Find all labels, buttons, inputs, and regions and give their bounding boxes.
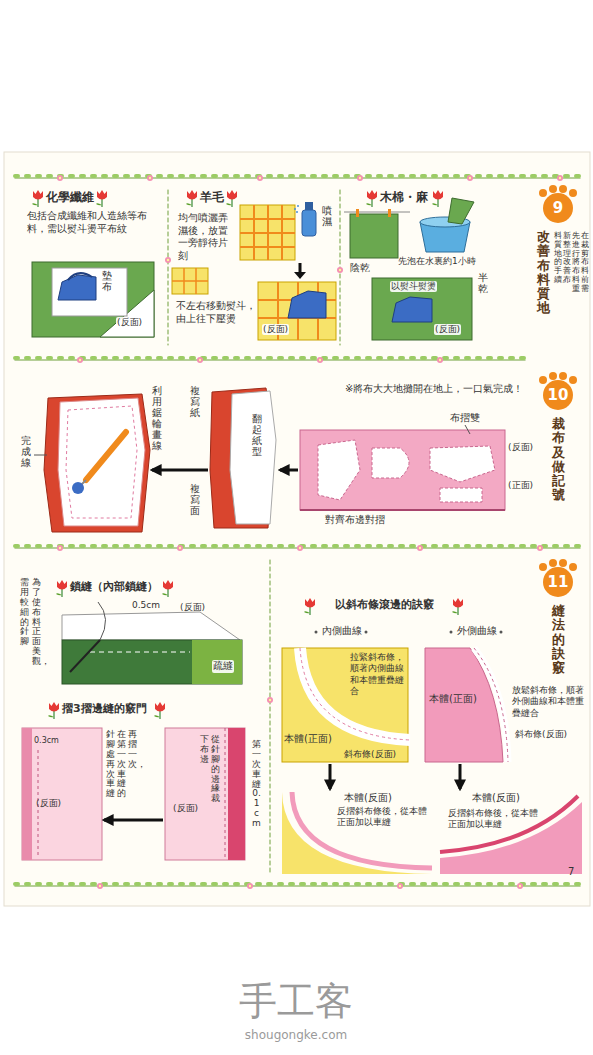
section-description: 在裁剪布料前需 xyxy=(581,232,589,294)
section-description: 新整理、改善布 xyxy=(563,232,571,285)
step-arrow xyxy=(459,764,462,789)
section-badge: 10 裁布及做記號 xyxy=(533,375,589,505)
node-text: 疏縫 xyxy=(212,660,234,673)
folded-fabric: 布摺雙(反面)(正面)對齊布邊對摺 xyxy=(300,430,505,510)
dimension-label: 第一次車縫0.1cm xyxy=(252,740,261,829)
node-text: 反摺斜布條後，從本體正面加以車縫 xyxy=(337,806,427,829)
node-text: 11 xyxy=(543,572,573,592)
node-text: 對齊布邊對摺 xyxy=(325,514,385,527)
hem-step: 0.3cm (反面) xyxy=(22,728,102,860)
node-text: (反面) xyxy=(434,324,461,335)
instruction-note: 拉緊斜布條，順著內側曲線和本體重疊縫合 xyxy=(350,652,408,697)
step-label: 噴濕 xyxy=(322,205,332,227)
finished-piece: 完成線 xyxy=(45,395,150,535)
instruction-note: 放鬆斜布條，順著外側曲線和本體重疊縫合 xyxy=(512,685,584,719)
section-heading: 木棉・麻 xyxy=(380,190,428,205)
node-text: (反面) xyxy=(180,602,205,613)
bias-inner-result: 本體(反面)反摺斜布條後，從本體正面加以車縫 xyxy=(282,790,432,875)
node-text: 反摺斜布條後，從本體正面加以車縫 xyxy=(448,808,540,831)
node-text: 翻起紙型 xyxy=(252,413,262,457)
carbon-paper-piece: 複寫紙翻起紙型複寫面 xyxy=(210,388,278,528)
node-text: (反面) xyxy=(173,803,198,814)
instruction-note: 在第一次車縫的 xyxy=(117,730,126,799)
section-description: 料質地的手續。 xyxy=(554,232,562,285)
wool-board: (反面) xyxy=(258,282,336,340)
section-badge: 11 縫法的訣竅 xyxy=(533,562,589,682)
node-text: 本體(反面) xyxy=(472,792,520,805)
node-text: 改善布料質地 xyxy=(537,230,550,316)
node-text: 複寫紙 xyxy=(190,385,200,418)
section-description: 先進行將布料重 xyxy=(572,232,580,294)
section-heading: 以斜布條滾邊的訣竅 xyxy=(318,598,450,612)
step-arrow xyxy=(329,764,332,789)
step-label: 先泡在水裏約1小時 xyxy=(398,256,476,267)
ironing-cloth: 墊布 (反面) xyxy=(32,262,154,337)
node-text: 本體(反面) xyxy=(344,792,392,805)
node-text: 10 xyxy=(543,385,573,405)
bias-inner-step: 本體(正面) 斜布條(反面) xyxy=(280,645,410,763)
node-text: 斜布條(反面) xyxy=(515,729,567,740)
section-heading: 鎖縫（內部鎖縫） xyxy=(70,580,158,594)
instruction-note: 均勻噴灑弄濕後，放置一旁靜待片刻 xyxy=(178,212,236,262)
node-text: 布摺雙 xyxy=(450,412,480,425)
step-arrow xyxy=(104,819,163,822)
bias-outer-result: 本體(反面) 反摺斜布條後，從本體正面加以車縫 xyxy=(440,790,582,874)
bias-outer-step: 本體(正面)斜布條(反面) xyxy=(425,645,503,763)
node-text: (反面) xyxy=(262,324,289,335)
step-arrow xyxy=(280,469,298,472)
instruction-note: 從針腳的邊緣裁 xyxy=(211,735,220,804)
cotton-cloth: 以熨斗熨燙 (反面) xyxy=(372,278,472,340)
node-text: 裁布及做記號 xyxy=(552,417,565,503)
node-text: (反面) xyxy=(116,317,143,328)
watermark: shougongke.com xyxy=(196,1028,396,1043)
instruction-note: 針腳處再次車縫 xyxy=(106,730,115,799)
node-text: 本體(正面) xyxy=(284,733,332,746)
section-heading: 摺3摺邊縫的竅門 xyxy=(62,702,147,716)
node-text: 本體(正面) xyxy=(429,693,477,706)
node-text: (正面) xyxy=(508,480,533,491)
node-text: 0.5cm xyxy=(132,600,160,611)
instruction-note: 下布邊 xyxy=(200,735,209,765)
node-text: 墊布 xyxy=(102,270,112,292)
instruction-note: 包括合成纖維和人造絲等布料，需以熨斗燙平布紋 xyxy=(27,210,162,235)
instruction-note: 再摺一次， xyxy=(128,730,137,770)
section-heading: 羊毛 xyxy=(200,190,224,205)
instruction-note: 為了使布料正面美觀， xyxy=(32,578,41,667)
sub-heading: 外側曲線 xyxy=(457,625,497,638)
step-label: 利用鋸輪畫線 xyxy=(152,385,162,451)
node-text: 以熨斗熨燙 xyxy=(390,281,437,292)
page-number: 7 xyxy=(568,866,574,879)
node-text: 縫法的訣竅 xyxy=(552,604,565,675)
node-text: 複寫面 xyxy=(190,483,200,516)
sub-heading: 內側曲線 xyxy=(322,625,362,638)
node-text: (反面) xyxy=(508,442,533,453)
step-label: 陰乾 xyxy=(350,262,370,275)
node-text: 0.3cm xyxy=(34,736,64,746)
node-text: 斜布條(反面) xyxy=(344,749,396,760)
section-heading: 化學纖維 xyxy=(46,190,94,205)
step-arrow xyxy=(152,469,208,472)
step-label: 半乾 xyxy=(478,272,488,294)
node-text: 完成線 xyxy=(21,435,31,468)
lock-stitch-fabric: 0.5cm(反面)疏縫 xyxy=(62,612,242,684)
instruction-note: ※將布大大地攤開在地上，一口氣完成！ xyxy=(345,383,525,396)
node-text: (反面) xyxy=(36,798,61,809)
node-text: 9 xyxy=(543,198,573,218)
instruction-note: 不左右移動熨斗，由上往下壓燙 xyxy=(176,300,256,325)
watermark: 手工客 xyxy=(196,978,396,1026)
instruction-note: 需用較細的針腳 xyxy=(20,578,29,647)
